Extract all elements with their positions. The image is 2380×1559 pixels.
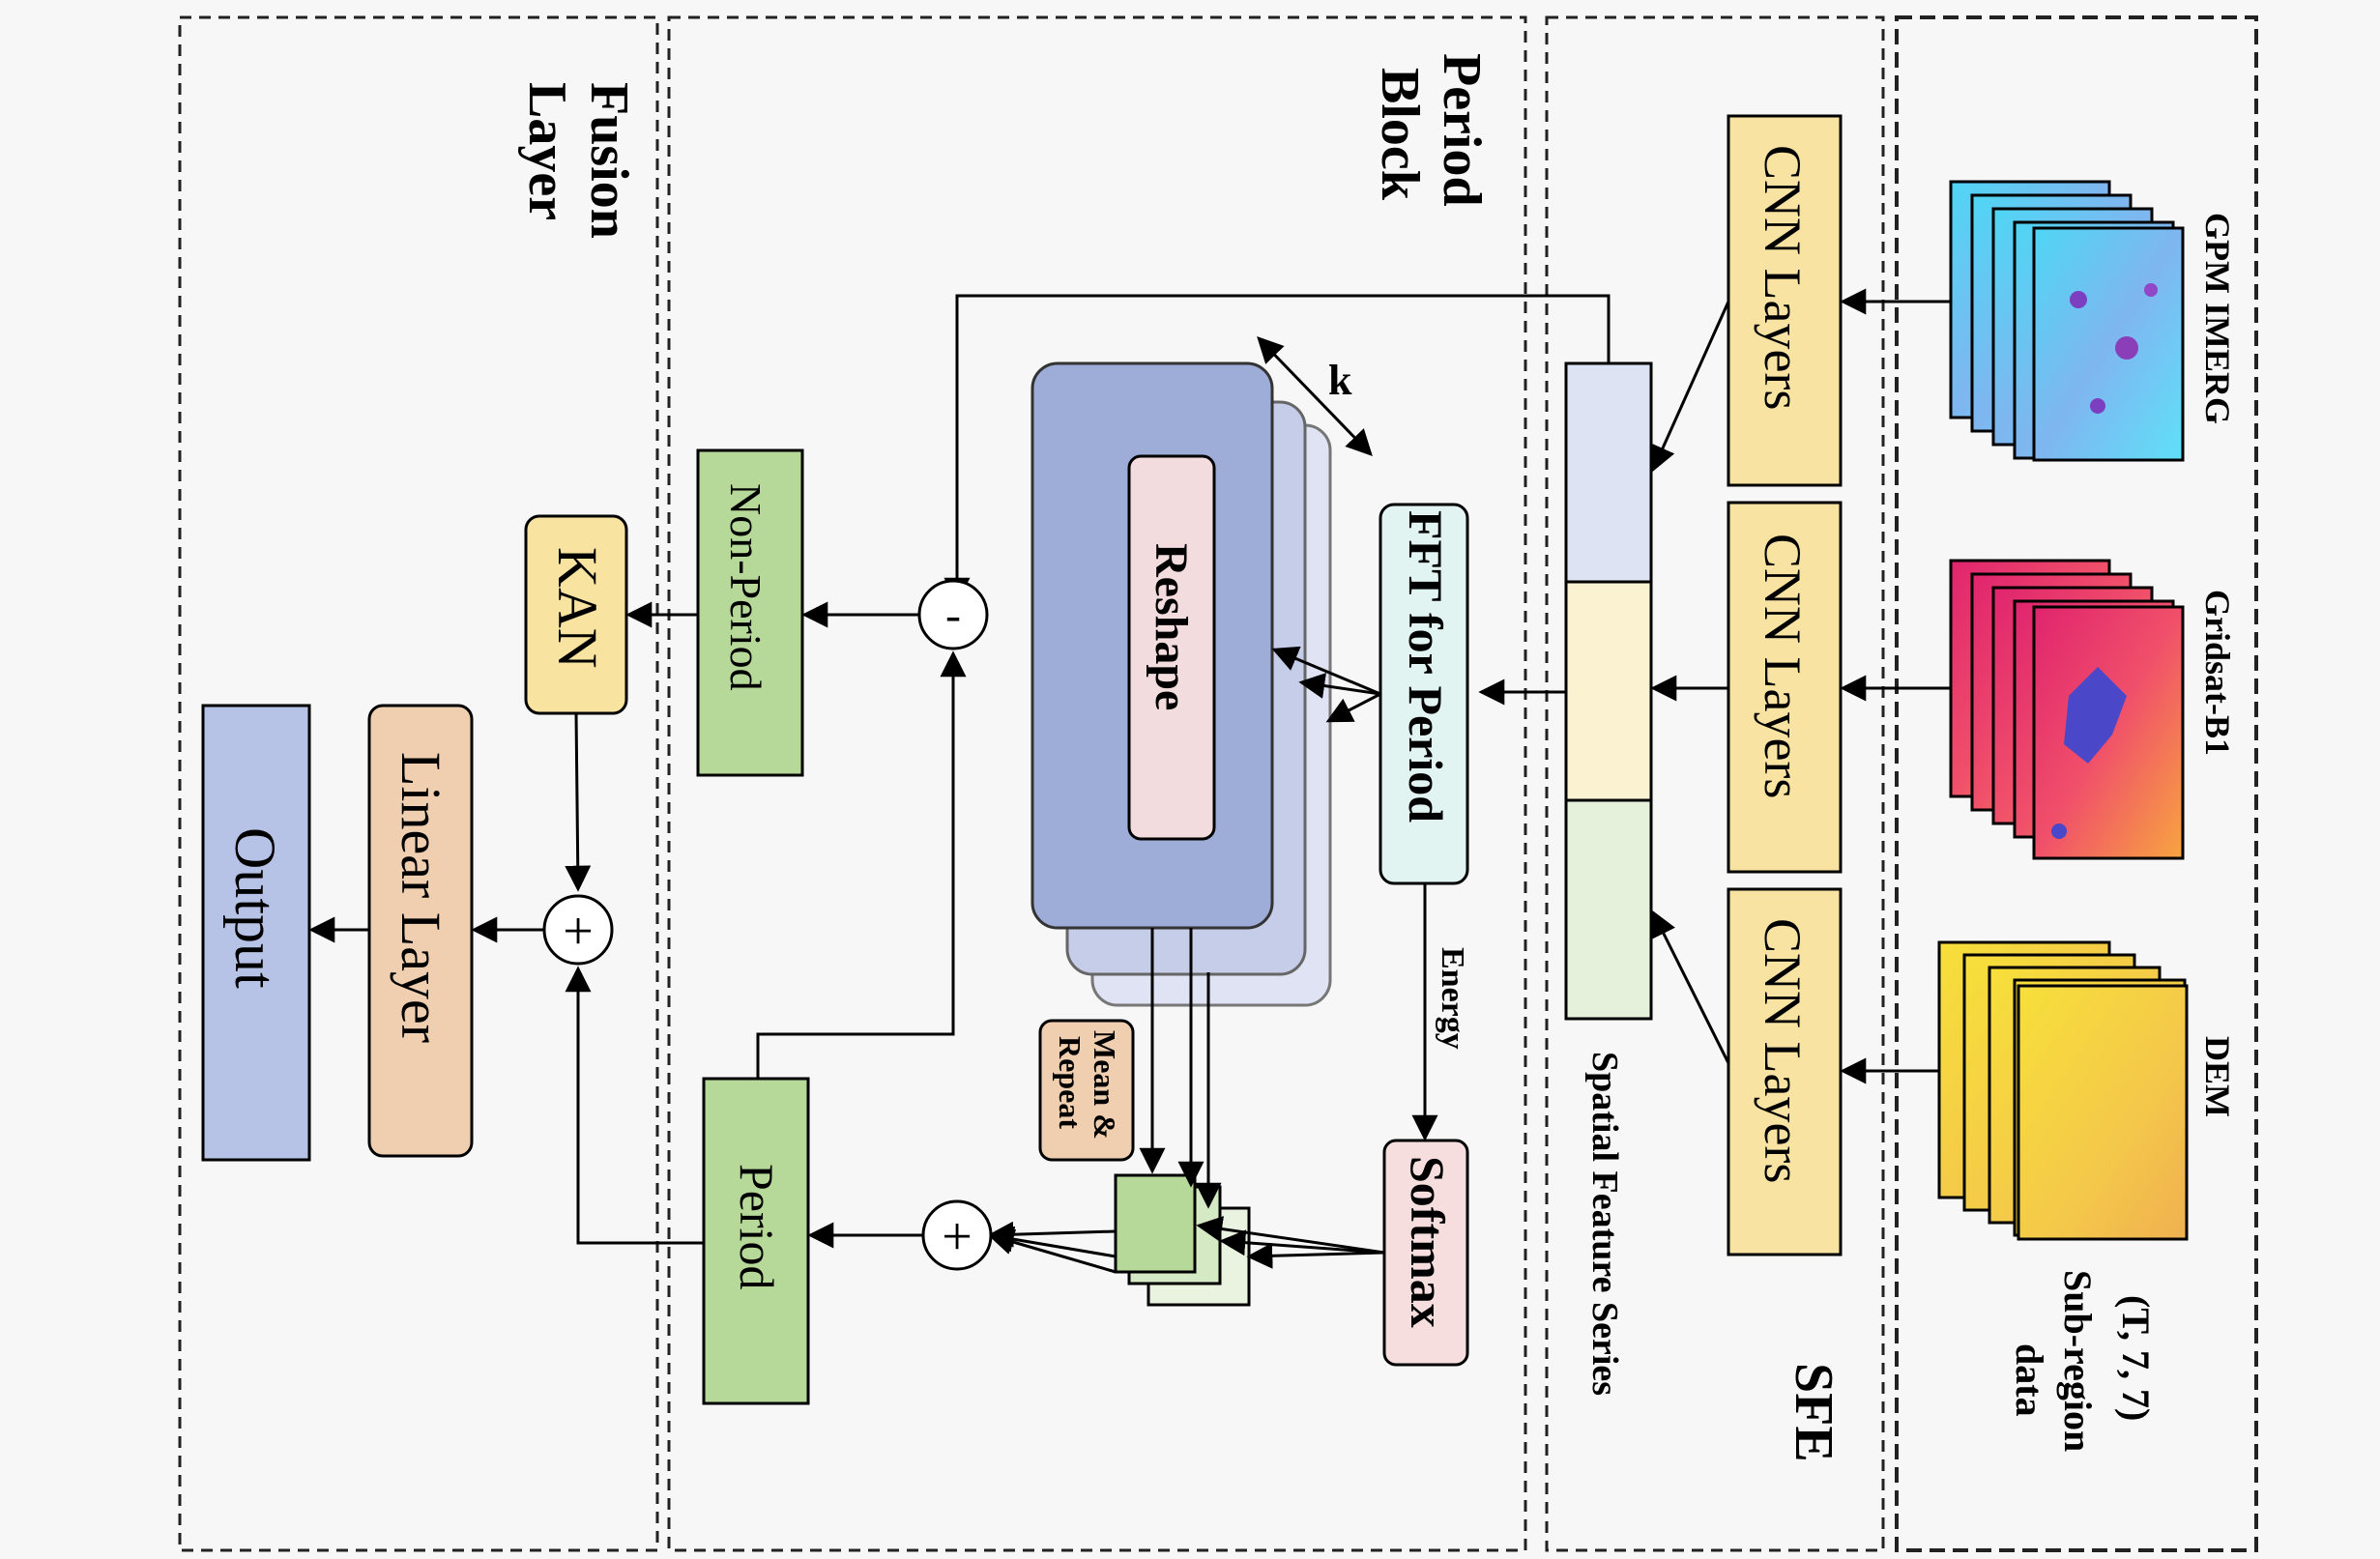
cnn-box-2 xyxy=(1727,501,1843,874)
input-frame xyxy=(1895,15,2258,1552)
mean-repeat-line1: Mean & xyxy=(1088,1030,1122,1140)
gridsat-label: Gridsat-B1 xyxy=(2198,590,2237,756)
gpm-stack xyxy=(1949,180,2185,462)
mean-repeat-line2: Repeat xyxy=(1053,1036,1088,1129)
period-square-1 xyxy=(1114,1173,1197,1274)
gpm-label: GPM IMERG xyxy=(2198,213,2237,424)
dem-label: DEM xyxy=(2198,1036,2237,1117)
kan-label: KAN xyxy=(546,547,609,669)
gridsat-stack xyxy=(1949,559,2185,860)
reshape-inner xyxy=(1127,454,1216,841)
softmax-label: Softmax xyxy=(1401,1156,1455,1328)
input-shape-label: (T, 7, 7) xyxy=(2114,1295,2158,1421)
period-block-title-line1: Period xyxy=(1432,53,1492,207)
subregion-label: Sub-region xyxy=(2056,1270,2100,1452)
period-block-frame xyxy=(667,15,1527,1552)
k-label: k xyxy=(1328,357,1352,404)
plus-symbol-period: + xyxy=(942,1207,972,1267)
period-box xyxy=(702,1077,810,1405)
fft-label: FFT for Period xyxy=(1399,510,1453,823)
period-label: Period xyxy=(730,1164,784,1290)
plus-symbol-fusion: + xyxy=(563,902,594,962)
minus-symbol: - xyxy=(945,590,961,641)
energy-label: Energy xyxy=(1435,947,1470,1050)
mean-repeat-box xyxy=(1038,1019,1135,1162)
fusion-layer-frame xyxy=(178,15,659,1552)
sfe-title: SFE xyxy=(1784,1363,1843,1462)
linear-layer-label: Linear Layer xyxy=(390,752,452,1043)
cnn-box-3 xyxy=(1727,887,1843,1256)
data-label: data xyxy=(2008,1343,2051,1417)
non-period-label: Non-Period xyxy=(721,483,770,691)
series-seg-1 xyxy=(1564,361,1653,584)
series-seg-2 xyxy=(1564,580,1653,802)
non-period-box xyxy=(696,448,804,777)
output-label: Output xyxy=(223,827,287,989)
dem-stack xyxy=(1937,940,2189,1241)
fusion-title-line1: Fusion xyxy=(579,82,639,239)
output-box xyxy=(201,704,311,1162)
reshape-label: Reshape xyxy=(1146,543,1197,710)
cnn-box-1 xyxy=(1727,114,1843,487)
fusion-title-line2: Layer xyxy=(517,82,577,220)
spatial-series-label: Spatial Feature Series xyxy=(1584,1052,1625,1396)
cnn-label-2: CNN Layers xyxy=(1754,534,1812,798)
cnn-label-1: CNN Layers xyxy=(1754,145,1812,410)
sfe-frame xyxy=(1545,15,1885,1552)
series-seg-3 xyxy=(1564,798,1653,1021)
period-block-title-line2: Block xyxy=(1370,68,1430,201)
cnn-label-3: CNN Layers xyxy=(1754,918,1812,1183)
